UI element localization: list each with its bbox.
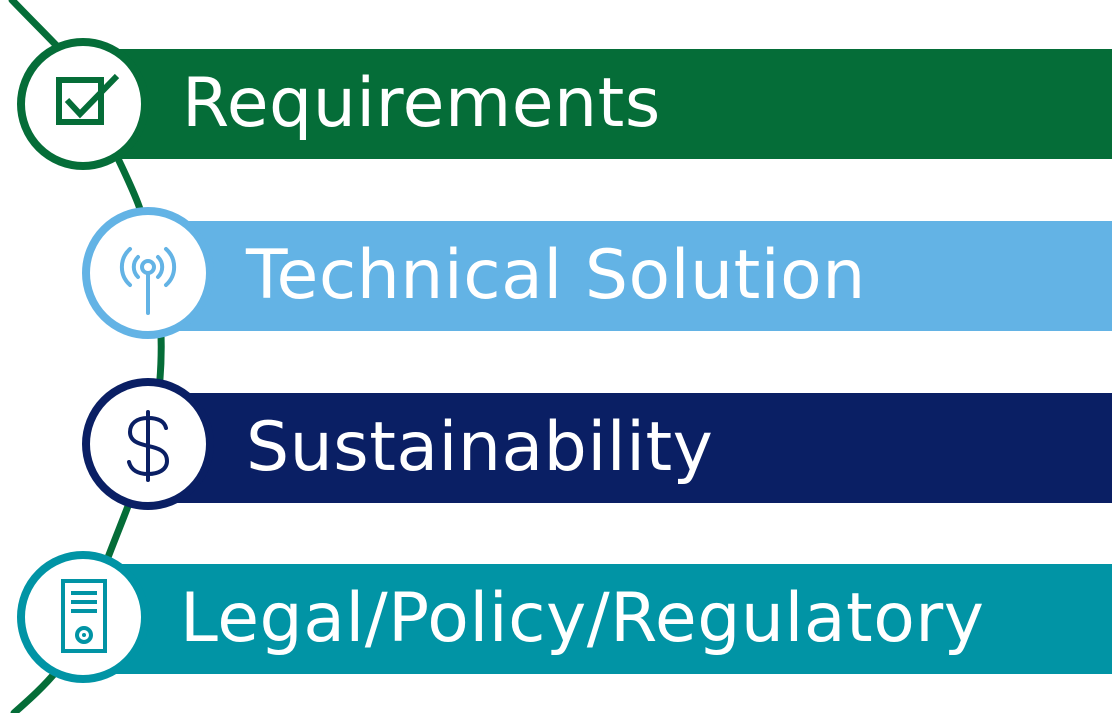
technical-solution-label: Technical Solution bbox=[246, 236, 866, 315]
sustainability-label: Sustainability bbox=[246, 408, 714, 487]
technical-solution-badge bbox=[82, 207, 214, 339]
legal-policy-regulatory-label: Legal/Policy/Regulatory bbox=[180, 579, 985, 658]
requirements-badge bbox=[17, 38, 149, 170]
sustainability-badge bbox=[82, 378, 214, 510]
checkbox-icon bbox=[56, 73, 120, 125]
dollar-icon bbox=[127, 410, 170, 482]
antenna-icon bbox=[119, 247, 177, 315]
certificate-icon bbox=[61, 579, 107, 653]
legal-policy-regulatory-bar: Legal/Policy/Regulatory bbox=[84, 564, 1112, 674]
legal-policy-regulatory-badge bbox=[17, 551, 149, 683]
requirements-label: Requirements bbox=[182, 64, 661, 143]
sustainability-bar: Sustainability bbox=[150, 393, 1112, 503]
technical-solution-bar: Technical Solution bbox=[150, 221, 1112, 331]
requirements-bar: Requirements bbox=[84, 49, 1112, 159]
